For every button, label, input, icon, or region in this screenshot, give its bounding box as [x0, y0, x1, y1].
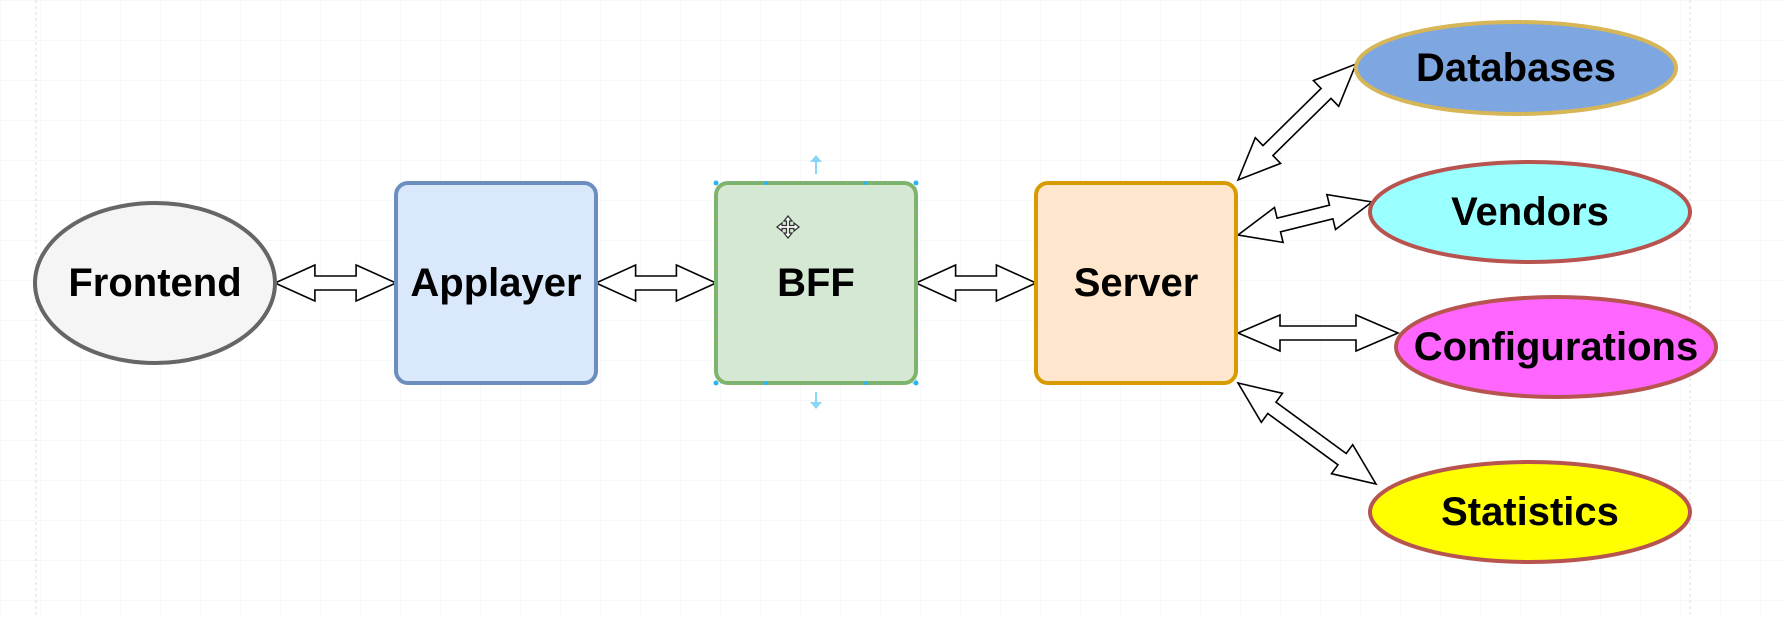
node-statistics-label: Statistics: [1441, 490, 1619, 534]
move-cursor-icon: [775, 214, 801, 240]
selection-handles[interactable]: [713, 155, 919, 409]
node-server-shape[interactable]: [1034, 181, 1238, 385]
node-configurations[interactable]: Configurations: [1394, 295, 1718, 399]
edge-server-statistics-arrow[interactable]: [1236, 381, 1378, 486]
node-server[interactable]: Server: [1034, 181, 1238, 385]
node-frontend-label: Frontend: [68, 261, 241, 305]
node-frontend-shape[interactable]: [33, 201, 277, 365]
node-bff[interactable]: BFF: [714, 181, 918, 385]
node-bff-label: BFF: [777, 261, 855, 305]
selection-outline: [715, 182, 917, 384]
edges-layer: [273, 62, 1401, 486]
node-applayer-label: Applayer: [410, 261, 581, 305]
node-databases[interactable]: Databases: [1354, 20, 1678, 116]
connect-arrow-up-icon[interactable]: [810, 155, 822, 174]
node-configurations-label: Configurations: [1414, 325, 1698, 369]
handle-bottom-mid-a[interactable]: [764, 381, 768, 385]
handle-bottom-right[interactable]: [913, 380, 919, 386]
handle-top-mid-a[interactable]: [764, 181, 768, 185]
node-configurations-shape[interactable]: [1394, 295, 1718, 399]
node-statistics[interactable]: Statistics: [1368, 460, 1692, 564]
node-vendors-label: Vendors: [1451, 190, 1609, 234]
handle-top-mid-b[interactable]: [864, 181, 868, 185]
node-applayer[interactable]: Applayer: [394, 181, 598, 385]
handle-bottom-mid-b[interactable]: [864, 381, 868, 385]
node-vendors[interactable]: Vendors: [1368, 160, 1692, 264]
connect-arrow-down-icon[interactable]: [810, 392, 822, 409]
node-databases-label: Databases: [1416, 46, 1616, 90]
handle-bottom-left[interactable]: [713, 380, 719, 386]
node-statistics-shape[interactable]: [1368, 460, 1692, 564]
handle-top-left[interactable]: [713, 180, 719, 186]
node-applayer-shape[interactable]: [394, 181, 598, 385]
node-frontend[interactable]: Frontend: [33, 201, 277, 365]
handle-top-right[interactable]: [913, 180, 919, 186]
node-server-label: Server: [1074, 261, 1199, 305]
node-databases-shape[interactable]: [1354, 20, 1678, 116]
node-vendors-shape[interactable]: [1368, 160, 1692, 264]
edge-server-configurations-arrow[interactable]: [1235, 313, 1401, 353]
